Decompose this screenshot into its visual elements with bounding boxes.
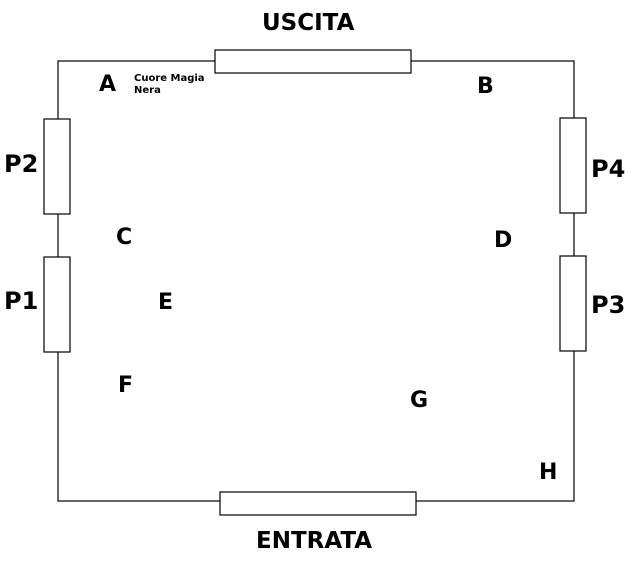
door-p1-label: P1: [4, 287, 39, 315]
point-c-label: C: [116, 225, 133, 250]
door-p3: [559, 255, 587, 352]
entrance-label: ENTRATA: [256, 528, 373, 554]
room-outline: [57, 60, 575, 502]
point-e-label: E: [158, 290, 174, 315]
point-h-label: H: [539, 460, 558, 485]
point-f-label: F: [118, 373, 134, 398]
point-a-note: Cuore Magia Nera: [134, 73, 205, 97]
door-p2: [43, 118, 71, 215]
door-p3-label: P3: [591, 291, 626, 319]
point-d-label: D: [494, 228, 513, 253]
entrance-opening: [219, 491, 417, 516]
note-line-2: Nera: [134, 85, 161, 96]
door-p2-label: P2: [4, 150, 39, 178]
door-p1: [43, 256, 71, 353]
exit-label: USCITA: [262, 10, 355, 36]
point-a-label: A: [99, 72, 117, 97]
note-line-1: Cuore Magia: [134, 73, 205, 84]
point-g-label: G: [410, 388, 429, 413]
door-p4-label: P4: [591, 155, 626, 183]
door-p4: [559, 117, 587, 214]
exit-opening: [214, 49, 412, 74]
point-b-label: B: [477, 74, 494, 99]
